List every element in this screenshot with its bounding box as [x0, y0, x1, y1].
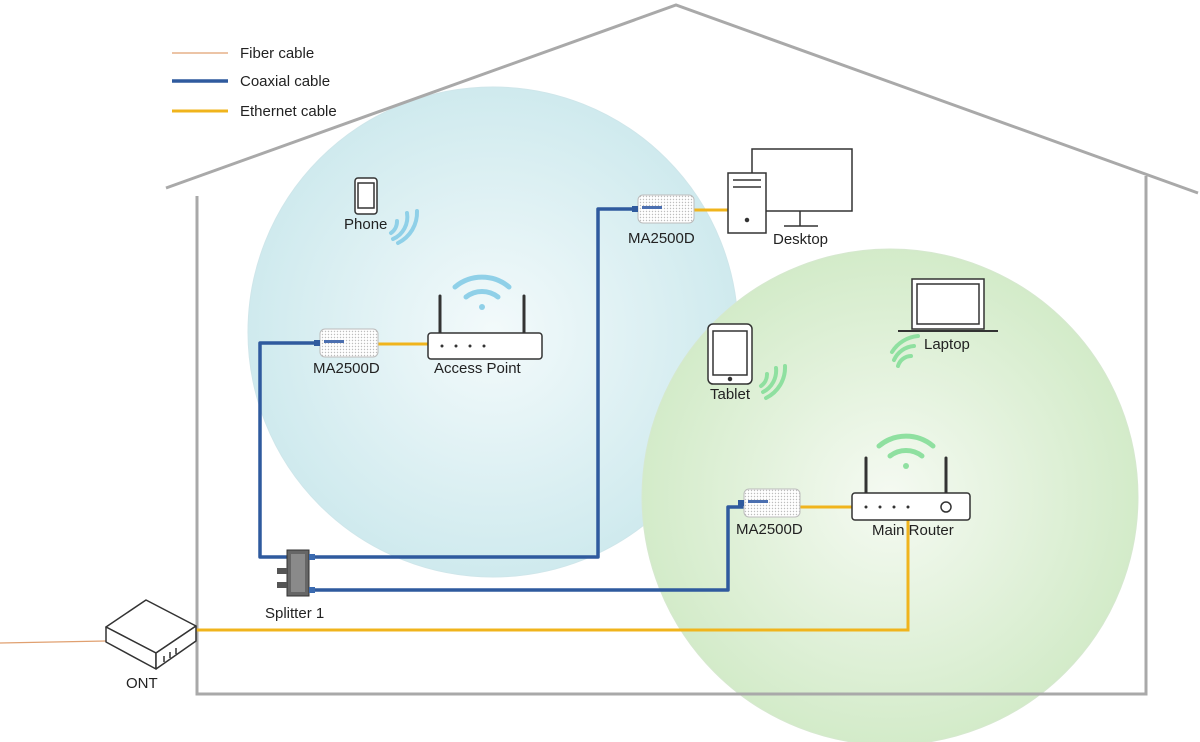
access-point-label: Access Point — [434, 360, 522, 377]
wifi-icon — [452, 274, 512, 310]
adapter-icon — [632, 194, 695, 224]
tablet-label: Tablet — [710, 386, 751, 403]
tablet-icon — [707, 323, 753, 385]
legend-coax-label: Coaxial cable — [240, 73, 330, 90]
ont-label: ONT — [126, 675, 158, 692]
house-outline — [165, 3, 1199, 696]
adapter-left-label: MA2500D — [313, 360, 380, 377]
ethernet-cables — [196, 208, 910, 632]
adapter-bottom-label: MA2500D — [736, 521, 803, 538]
legend: Fiber cable Coaxial cable Ethernet cable — [172, 45, 337, 120]
wifi-icon — [876, 433, 936, 469]
adapter-top-label: MA2500D — [628, 230, 695, 247]
desktop-label: Desktop — [773, 231, 828, 248]
fiber-cable — [0, 640, 107, 644]
legend-ethernet-label: Ethernet cable — [240, 103, 337, 120]
phone-label: Phone — [344, 216, 387, 233]
coax-cables — [258, 207, 744, 592]
legend-fiber-label: Fiber cable — [240, 45, 314, 62]
adapter-icon — [738, 488, 801, 518]
wifi-icon — [890, 334, 920, 368]
phone-icon — [354, 177, 378, 215]
laptop-icon — [898, 278, 998, 332]
wifi-icon — [759, 364, 788, 400]
splitter-label: Splitter 1 — [265, 605, 324, 622]
router-icon — [851, 456, 971, 521]
adapter-icon — [314, 328, 379, 358]
wifi-icon — [389, 209, 420, 245]
splitter-icon — [277, 549, 315, 597]
desktop-icon — [727, 148, 853, 234]
ont-icon — [105, 599, 197, 670]
laptop-label: Laptop — [924, 336, 970, 353]
router-icon — [427, 294, 543, 360]
main-router-label: Main Router — [872, 522, 954, 539]
